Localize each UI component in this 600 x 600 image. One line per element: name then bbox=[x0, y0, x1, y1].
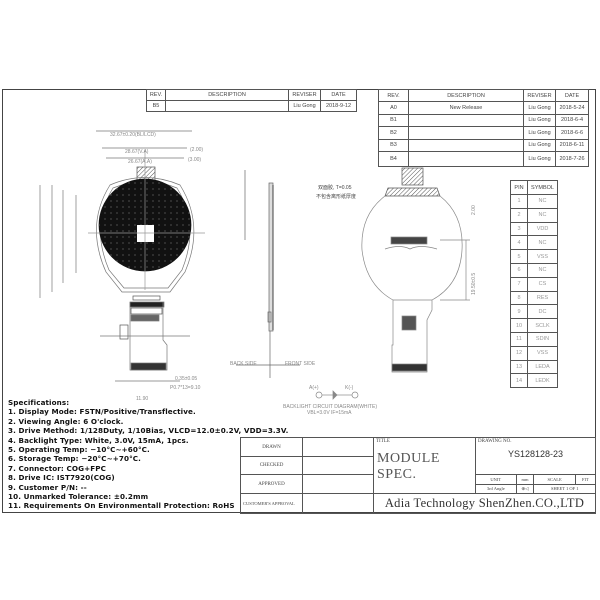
dim-tab: 2.00 bbox=[471, 205, 477, 215]
header: DESCRIPTION bbox=[408, 89, 524, 102]
drawn-label: DRAWN bbox=[240, 437, 303, 457]
label-front-side: FRONT SIDE bbox=[285, 361, 316, 367]
projection-icon: ⊕◁ bbox=[515, 483, 535, 493]
company-name: Adia Technology ShenZhen.CO.,LTD bbox=[373, 493, 596, 514]
cell: 2018-7-26 bbox=[555, 151, 589, 167]
approved-label: APPROVED bbox=[240, 474, 303, 494]
spec-item: 3. Drive Method: 1/128Duty, 1/10Bias, VL… bbox=[8, 426, 289, 436]
customer-approval-label: CUSTOMER'S APPROVAL bbox=[240, 493, 303, 514]
spec-item: 4. Backlight Type: White, 3.0V, 15mA, 1p… bbox=[8, 435, 189, 445]
unit-label: UNIT bbox=[476, 475, 517, 485]
label-back-side: BACK SIDE bbox=[230, 361, 257, 367]
header: PIN bbox=[510, 180, 528, 195]
unit-value: mm bbox=[515, 475, 535, 485]
dim-pitch: 0.35±0.05 bbox=[175, 376, 197, 382]
dim-pins: P0.7*13=9.10 bbox=[170, 385, 201, 391]
dim-tail: 19.50±0.5 bbox=[471, 273, 477, 295]
spec-item: 8. Drive IC: IST7920(COG) bbox=[8, 473, 115, 483]
drawing-no-label: DRAWING NO. bbox=[478, 439, 512, 444]
front-view bbox=[39, 130, 205, 382]
dim-fpc-width: 11.90 bbox=[136, 396, 148, 402]
scale-label: SCALE bbox=[533, 475, 576, 485]
specs-title: Specifications: bbox=[8, 398, 70, 407]
pin-symbol: CS bbox=[527, 276, 558, 292]
pin-number: 14 bbox=[510, 373, 528, 389]
spec-item: 6. Storage Temp: −20°C~+70°C. bbox=[8, 454, 141, 464]
spec-item: 1. Display Mode: FSTN/Positive/Transflec… bbox=[8, 407, 196, 417]
cathode-label: K(-) bbox=[345, 385, 354, 391]
cell: 2018-9-12 bbox=[320, 100, 357, 112]
dim-aa: 26.67(A.A) bbox=[128, 159, 152, 165]
tape-label: 双面胶, T=0.05 bbox=[318, 184, 352, 191]
drawing-number: YS128128-23 bbox=[507, 449, 564, 459]
spec-item: 7. Connector: COG+FPC bbox=[8, 463, 106, 473]
specifications: Specifications: 1. Display Mode: FSTN/Po… bbox=[8, 398, 288, 511]
anode-label: A(+) bbox=[309, 385, 319, 391]
pin-symbol: LEDK bbox=[527, 373, 558, 389]
header: DATE bbox=[555, 89, 589, 102]
checked-label: CHECKED bbox=[240, 456, 303, 475]
dim-bl-width: 32.67±0.20(BL/LCD) bbox=[110, 132, 156, 138]
backlight-circuit-label: BACKLIGHT CIRCUIT DIAGRAM(WHITE) bbox=[283, 404, 377, 410]
spec-item: 2. Viewing Angle: 6 O'clock. bbox=[8, 416, 124, 426]
angle-label: 3rd Angle bbox=[476, 484, 517, 493]
fit-label: FIT bbox=[574, 475, 595, 485]
title-label: TITLE bbox=[376, 439, 390, 444]
spec-item: 5. Operating Temp: −10°C~+60°C. bbox=[8, 445, 150, 455]
spec-item: 9. Customer P/N: -- bbox=[8, 482, 87, 492]
header: SYMBOL bbox=[527, 180, 558, 195]
cell: B4 bbox=[378, 151, 409, 167]
side-view bbox=[236, 170, 300, 378]
spec-item: 11. Requirements On Environmentall Prote… bbox=[8, 501, 235, 511]
dim-gap2: (3.00) bbox=[188, 157, 201, 163]
backlight-spec: VBL=3.0V IF=15mA bbox=[307, 410, 352, 416]
sheet-label: SHEET 1 OF 1 bbox=[550, 486, 579, 492]
cell: B5 bbox=[146, 100, 166, 112]
dim-va: 28.67(V.A) bbox=[125, 149, 149, 155]
spec-item: 10. Unmarked Tolerance: ±0.2mm bbox=[8, 492, 149, 502]
title: MODULE SPEC. bbox=[377, 451, 440, 482]
dim-gap1: (2.00) bbox=[190, 147, 203, 153]
back-view bbox=[315, 167, 470, 400]
tape-note: 不包含离形纸厚度 bbox=[316, 193, 356, 200]
title-block: DRAWN TITLE MODULE SPEC. DRAWING NO. YS128… bbox=[240, 437, 596, 514]
